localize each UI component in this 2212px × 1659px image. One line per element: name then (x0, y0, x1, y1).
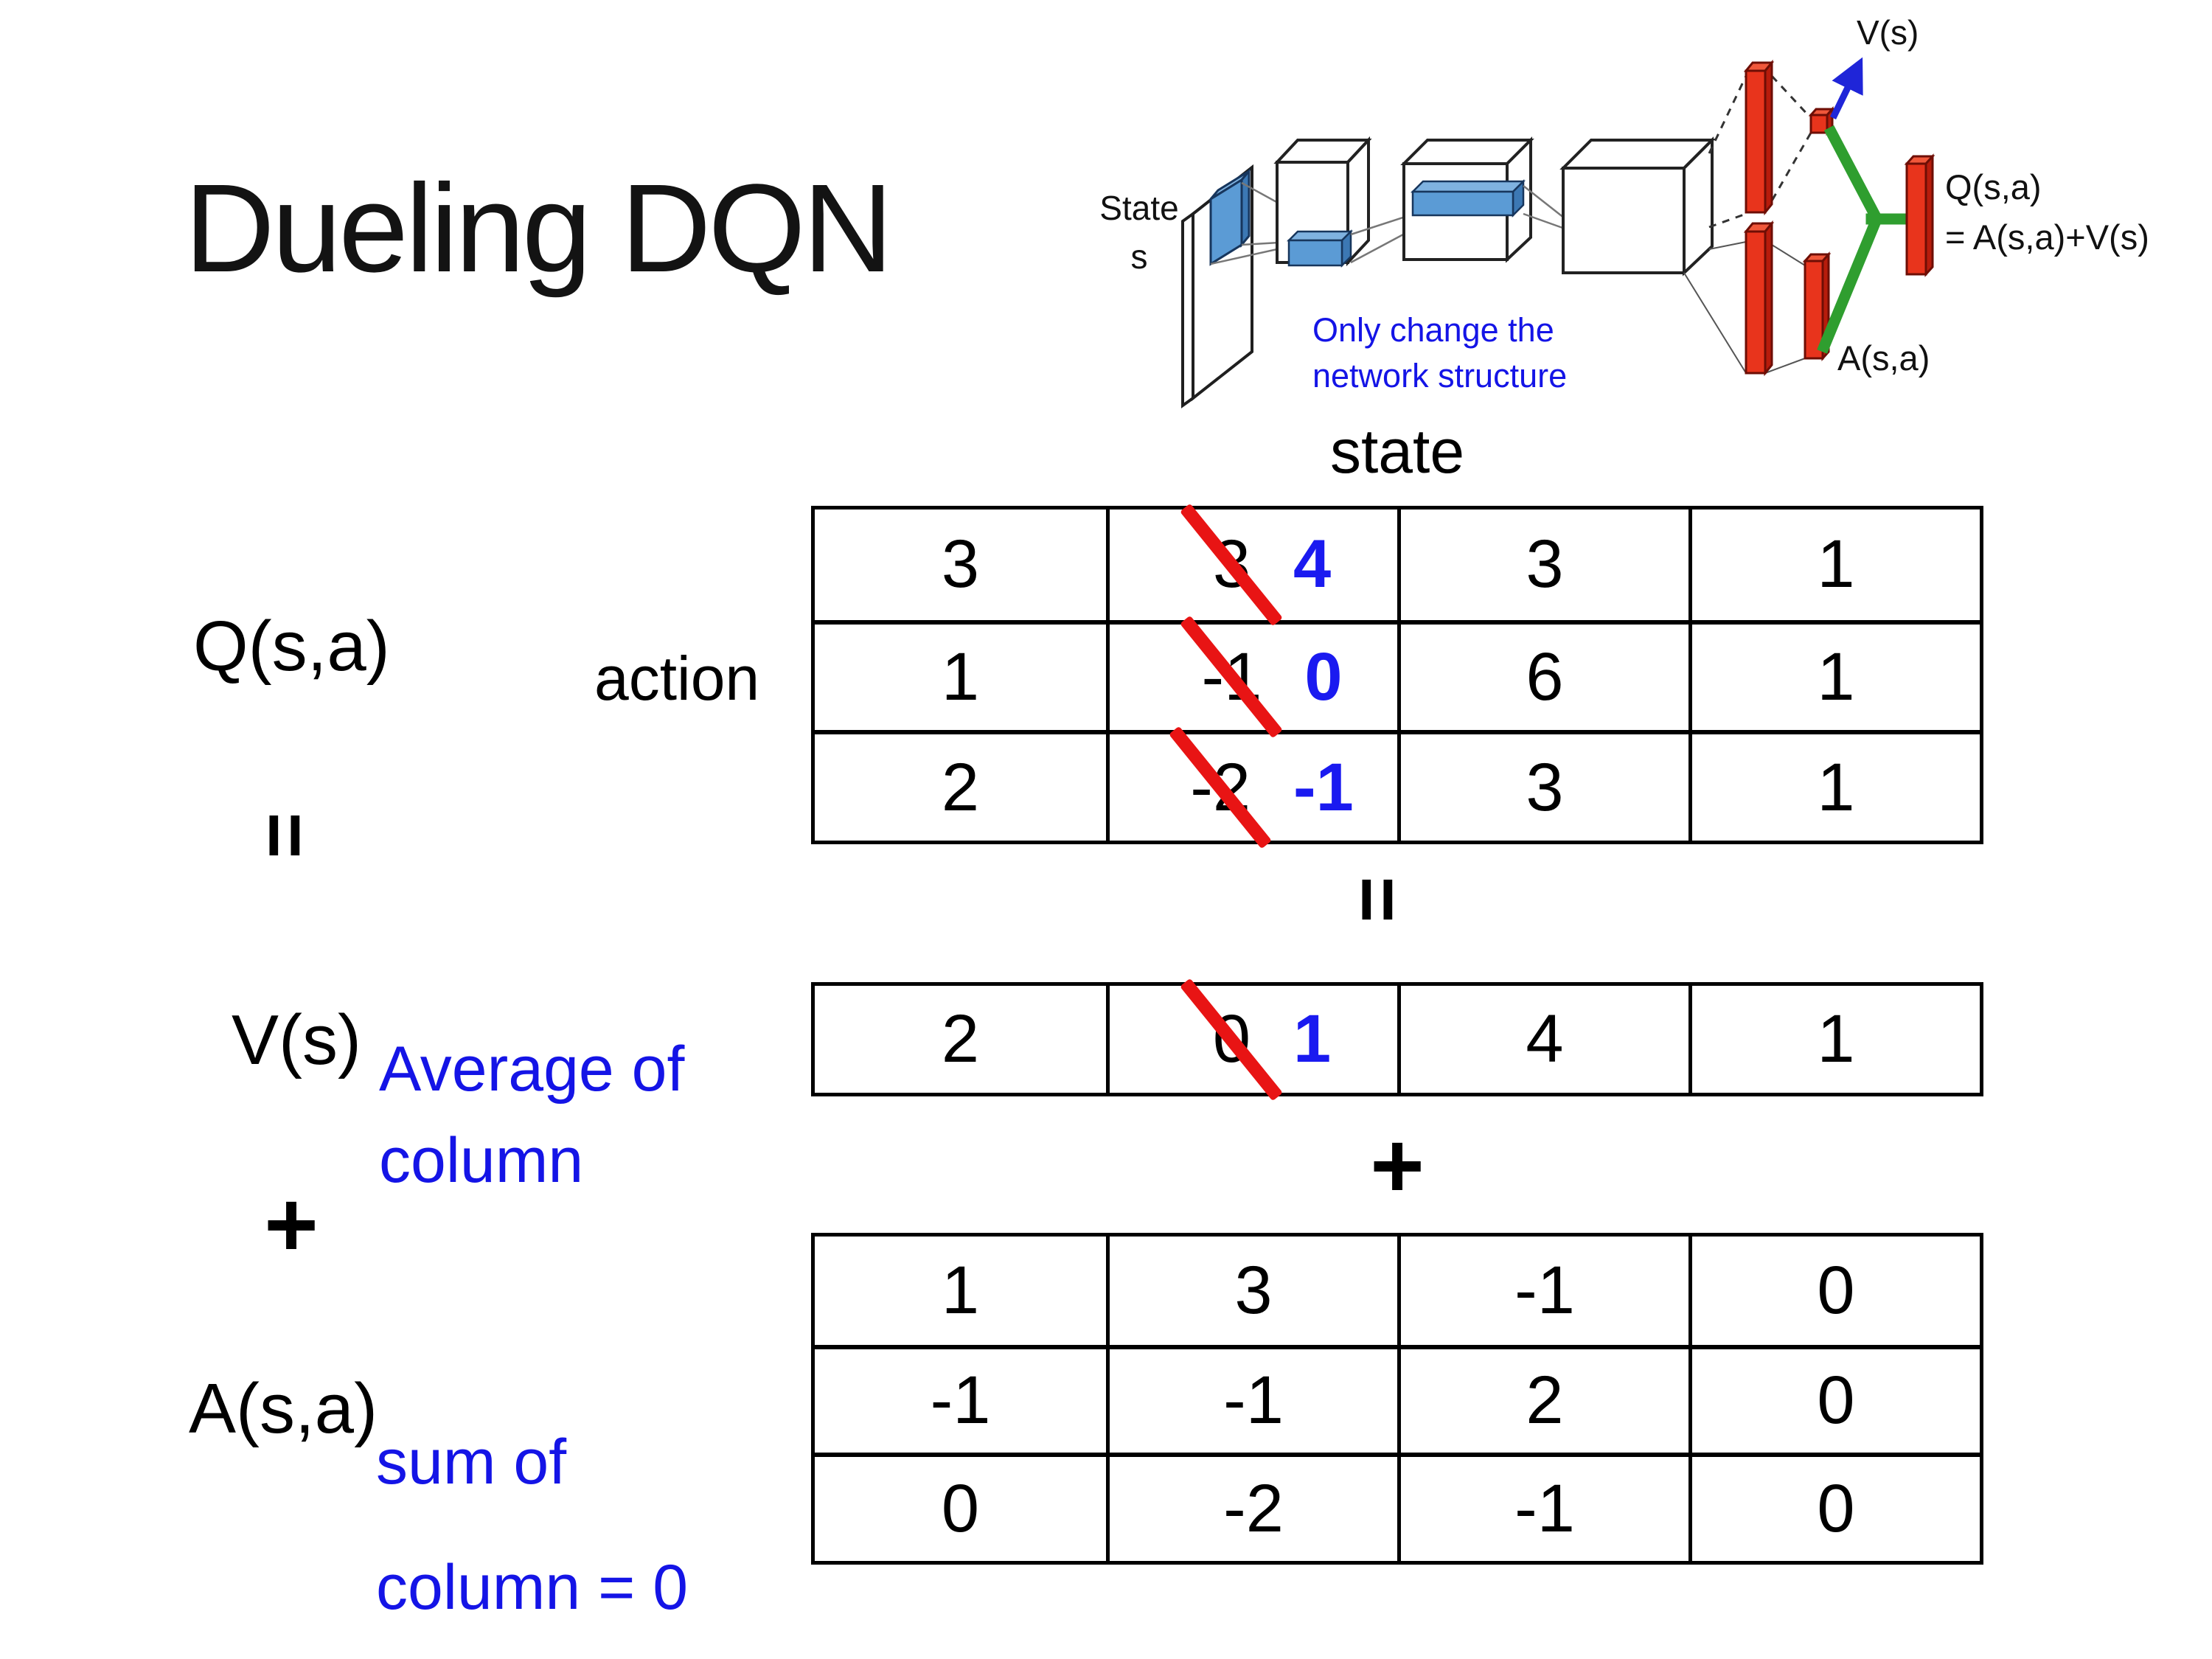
strike-slash (1180, 616, 1284, 739)
average-note-line2: column (379, 1125, 584, 1196)
average-note-line1: Average of (379, 1034, 685, 1105)
crossed-cell: -2 -1 (1106, 726, 1397, 849)
diagram-state-sub-label: s (1131, 237, 1148, 276)
strike-slash (1169, 726, 1273, 849)
equals-sign-left: = (241, 812, 331, 859)
v-stream-dashed-lines (1708, 74, 1812, 229)
feature-bar-2 (1410, 178, 1526, 218)
table-cell: 3 (1106, 1237, 1397, 1345)
strike-slash (1180, 978, 1284, 1101)
a-term-label: A(s,a) (189, 1369, 378, 1448)
diagram-q-label-line1: Q(s,a) (1945, 167, 2042, 206)
table-cell: -1 (815, 1344, 1106, 1453)
v-output-arrow-icon (1829, 57, 1863, 119)
strike-slash (1180, 503, 1284, 627)
diagram-q-label-line2: = A(s,a)+V(s) (1945, 218, 2149, 257)
table-cell: 1 (1688, 730, 1980, 841)
table-cell: 0 (1688, 1344, 1980, 1453)
conv-box-1 (1273, 136, 1372, 267)
table-cell: -2 (1106, 1453, 1397, 1561)
average-of-column-note: Average of column (379, 1023, 684, 1206)
q-term-label: Q(s,a) (193, 607, 390, 686)
table-cell: -1 (1397, 1237, 1688, 1345)
network-diagram: State s V(s) Q(s,a) = A(s,a)+V(s) A(s,a)… (1099, 13, 2149, 408)
diagram-note-line1: Only change the (1312, 311, 1554, 349)
conv-lines-3 (1523, 185, 1565, 230)
page-title: Dueling DQN (184, 159, 893, 299)
v-hidden-bar (1743, 59, 1775, 216)
table-cell: 1 (1688, 509, 1980, 620)
plus-sign-left: + (264, 1172, 319, 1276)
a-hidden-bar (1743, 220, 1775, 377)
crossed-cell: 0 1 (1106, 978, 1397, 1101)
table-cell: -1 (1106, 1344, 1397, 1453)
table-cell: 3 (1397, 730, 1688, 841)
diagram-note-line2: network structure (1312, 357, 1567, 394)
new-value: 4 (1293, 526, 1332, 602)
equals-sign-mid: = (1334, 876, 1424, 923)
table-cell: 1 (1688, 986, 1980, 1093)
new-value: 0 (1304, 639, 1343, 714)
crossed-cell: -1 0 (1106, 616, 1397, 739)
table-cell: 2 (815, 730, 1106, 841)
fc-box (1559, 136, 1716, 276)
feature-bar-1 (1286, 229, 1354, 268)
new-value: 1 (1293, 1001, 1332, 1077)
table-cell: 0 (1688, 1237, 1980, 1345)
diagram-a-label: A(s,a) (1837, 338, 1930, 378)
table-cell: 1 (1688, 619, 1980, 731)
table-cell: 4 (1397, 986, 1688, 1093)
conv-patch (1209, 167, 1251, 266)
table-cell: 1 (815, 619, 1106, 731)
advantage-table: 1 3 -1 0 -1 -1 2 0 0 -2 -1 0 (811, 1233, 1983, 1565)
plus-sign-mid: + (1370, 1113, 1425, 1217)
state-column-header: state (1329, 417, 1465, 486)
sum-note-line2: column = 0 (376, 1552, 689, 1623)
diagram-v-label: V(s) (1857, 13, 1919, 52)
action-row-header: action (594, 644, 760, 713)
table-cell: 0 (1688, 1453, 1980, 1561)
crossed-cell: 3 4 (1106, 503, 1397, 627)
v-term-label: V(s) (232, 1001, 361, 1079)
table-cell: 3 (941, 526, 980, 602)
diagram-state-label: State (1099, 189, 1178, 227)
q-output-bar (1904, 153, 1935, 277)
table-cell: -1 (1397, 1453, 1688, 1561)
table-cell: 2 (941, 1001, 980, 1077)
combine-y-connector (1817, 125, 1913, 354)
q-value-table: 3 3 4 3 1 1 -1 0 6 1 2 -2 -1 3 1 (811, 503, 1983, 849)
a-stream-lines (1683, 241, 1806, 374)
new-value: -1 (1293, 749, 1354, 825)
table-cell: 3 (1397, 509, 1688, 620)
v-value-row: 2 0 1 4 1 (811, 978, 1983, 1101)
sum-note-line1: sum of (376, 1427, 567, 1498)
table-cell: 1 (941, 1252, 980, 1328)
table-cell: 0 (815, 1453, 1106, 1561)
table-cell: 6 (1397, 619, 1688, 731)
table-cell: 2 (1397, 1344, 1688, 1453)
